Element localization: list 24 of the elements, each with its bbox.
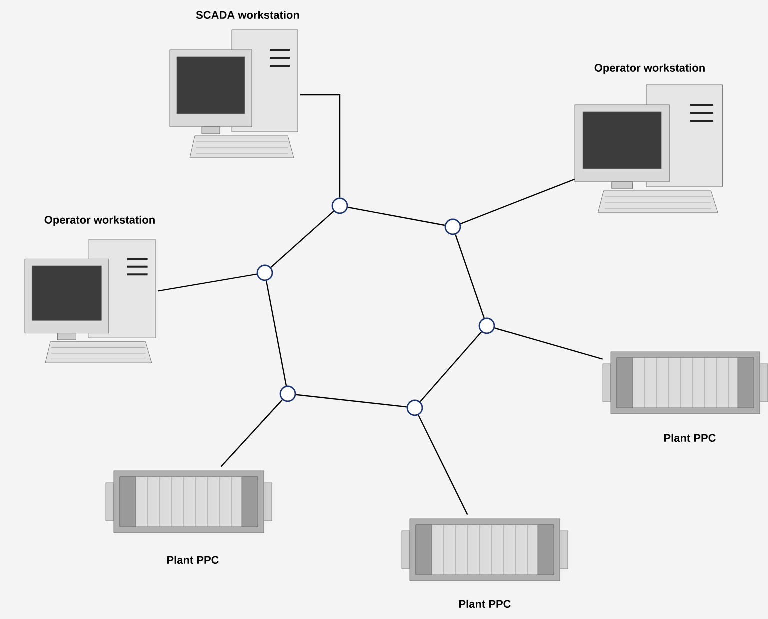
connector-line — [420, 332, 482, 402]
device-label: Plant PPC — [664, 434, 716, 442]
device-label: Operator workstation — [44, 216, 155, 226]
junction-circle — [256, 264, 274, 282]
connector-line — [300, 94, 341, 198]
junction-circle — [444, 218, 462, 236]
connector-line — [348, 206, 446, 226]
device-label: Operator workstation — [594, 64, 705, 74]
junction-circle — [280, 386, 296, 402]
connector-line — [270, 211, 334, 268]
connector-line — [158, 274, 258, 292]
connector-line — [296, 394, 407, 408]
device-label: SCADA workstation — [196, 10, 300, 20]
device-label: Plant PPC — [459, 600, 511, 608]
junction-circle — [332, 198, 348, 214]
connector-line — [220, 400, 283, 468]
connector-line — [460, 178, 576, 225]
device-label: Plant PPC — [167, 556, 219, 564]
connector-line — [494, 328, 603, 360]
connector-line — [266, 280, 288, 386]
connector-line — [455, 234, 485, 318]
junction-circle — [478, 318, 496, 334]
junction-circle — [406, 400, 424, 416]
connector-line — [418, 415, 468, 516]
